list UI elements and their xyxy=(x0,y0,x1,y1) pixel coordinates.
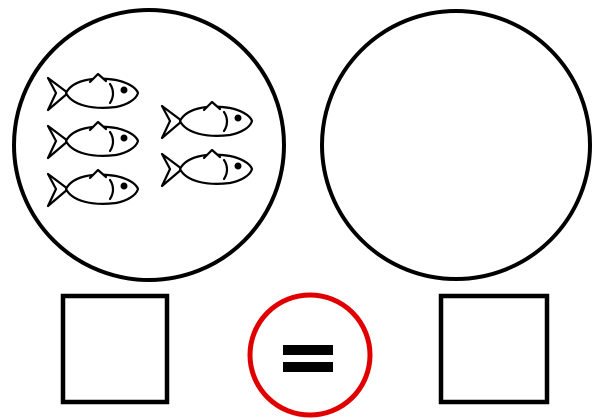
left-group xyxy=(12,8,286,282)
equals-sign-icon-bottom-bar xyxy=(283,362,333,372)
left-circle xyxy=(12,8,286,282)
left-answer-box[interactable] xyxy=(60,293,170,405)
left-answer-input[interactable] xyxy=(60,293,170,405)
comparison-sign[interactable] xyxy=(247,292,373,418)
right-answer-box[interactable] xyxy=(438,293,550,405)
right-circle xyxy=(320,9,592,281)
right-answer-input[interactable] xyxy=(438,293,550,405)
equals-sign-icon-top-bar xyxy=(283,345,333,355)
right-group xyxy=(320,9,592,281)
